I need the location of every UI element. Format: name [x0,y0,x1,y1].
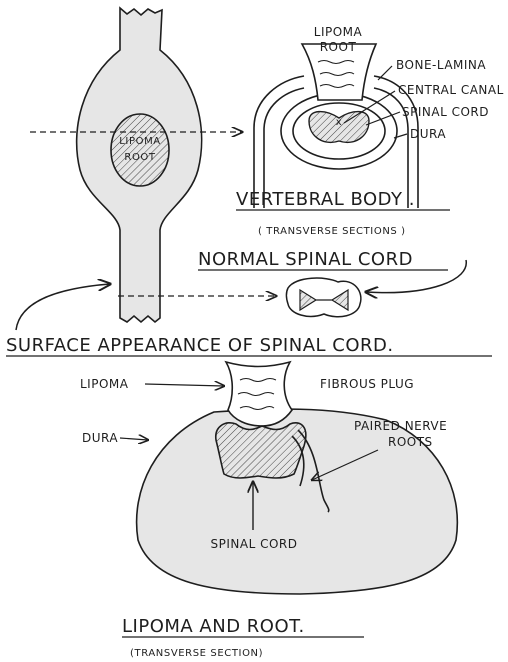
lipoma-leader [145,384,224,386]
spinal-cord-grey-bottom [216,423,306,478]
paired-nerve-roots-label-2: ROOTS [388,435,433,449]
dura-top-label: DURA [410,127,446,141]
spinal-cord-surface: LIPOMA ROOT [77,8,202,322]
surface-appearance-title: SURFACE APPEARANCE OF SPINAL CORD. [6,335,394,356]
bone-lamina-label: BONE-LAMINA [396,58,486,72]
vertebral-body-section: x [254,44,418,208]
lipoma-and-root-title: LIPOMA AND ROOT. [122,616,305,637]
transverse-sections-label: ( TRANSVERSE SECTIONS ) [258,226,406,237]
lipoma-and-root-section [137,362,458,594]
dura-bottom-label: DURA [82,431,118,445]
spinal-cord-top-label: SPINAL CORD [402,105,489,119]
transverse-section-label: (TRANSVERSE SECTION) [130,648,263,659]
lipoma-root-oval [111,114,169,186]
surface-pointer [16,284,110,330]
normal-spinal-cord-title: NORMAL SPINAL CORD [198,249,413,270]
dura-bottom-leader [120,438,148,440]
bone-lamina-leader [378,66,392,80]
central-canal-label: CENTRAL CANAL [398,83,504,97]
vertebral-body-title: VERTEBRAL BODY . [236,189,415,210]
lipoma-plug [226,362,292,426]
spinal-cord-bottom-label: SPINAL CORD [211,537,298,551]
lipoma-root-label-2: ROOT [320,40,357,54]
normal-cord-icon [287,278,361,317]
central-canal-mark: x [336,117,343,128]
fibrous-plug-label: FIBROUS PLUG [320,377,414,391]
lipoma-label: LIPOMA [80,377,129,391]
lipoma-root-inner-label-1: LIPOMA [119,136,161,147]
lipoma-root-inner-label-2: ROOT [124,152,155,163]
paired-nerve-roots-label-1: PAIRED NERVE [354,419,447,433]
lipoma-root-label-1: LIPOMA [314,25,363,39]
